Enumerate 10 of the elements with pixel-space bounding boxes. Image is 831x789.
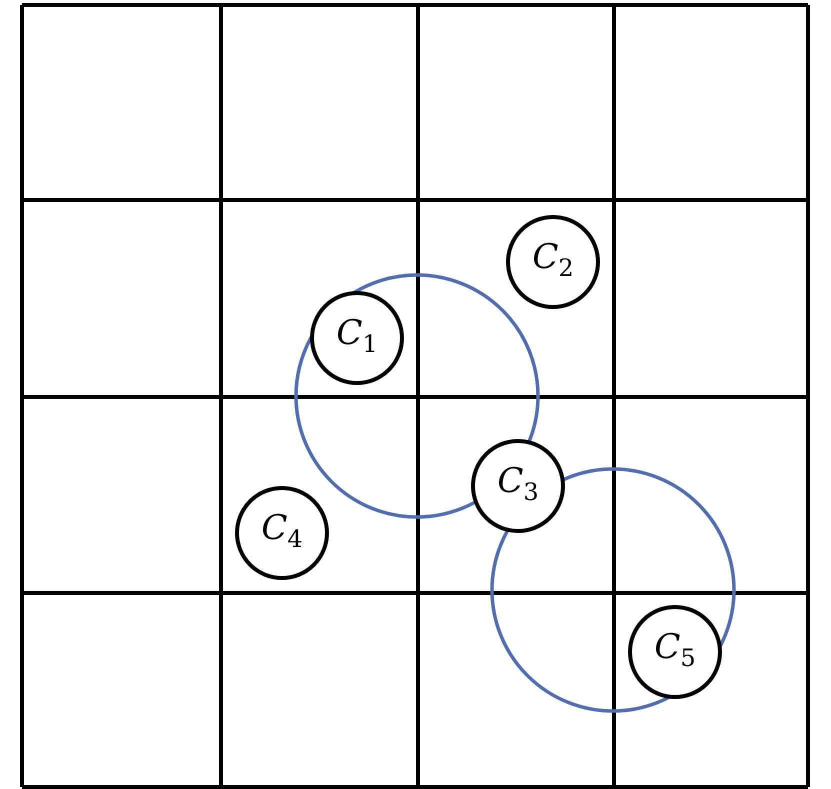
circle-label: C$_{2}$: [532, 240, 574, 280]
circle-label: C$_{3}$: [497, 464, 539, 504]
labeled-circle: [471, 439, 565, 533]
circle-label: C$_{1}$: [336, 316, 378, 356]
labeled-circle: [506, 215, 600, 309]
circle-label: C$_{5}$: [654, 630, 696, 670]
labeled-circle: [235, 486, 329, 580]
labeled-circle: [628, 605, 722, 699]
circle-label: C$_{4}$: [261, 511, 303, 551]
labeled-circle: [310, 291, 404, 385]
